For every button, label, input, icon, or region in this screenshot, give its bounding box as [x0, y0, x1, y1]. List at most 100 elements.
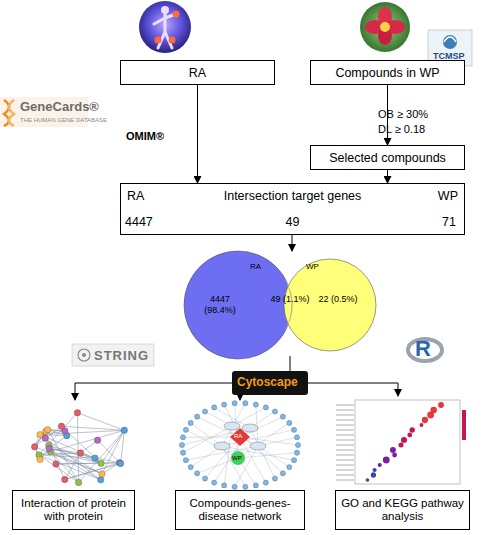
plot-dot — [373, 468, 377, 472]
network-node — [253, 402, 258, 407]
network-node — [287, 465, 292, 470]
venn-label: 49 (1.1%) — [270, 294, 310, 305]
ppi-edge — [79, 430, 125, 482]
logo-text: GeneCards® — [20, 99, 99, 114]
network-node — [183, 427, 188, 432]
box-text: RA — [127, 189, 144, 203]
box-text: Selected compounds — [329, 151, 446, 165]
ppi-node — [46, 445, 52, 451]
axis-tick-text — [336, 449, 354, 450]
flow-arrow — [292, 235, 293, 251]
box-text: Compounds in WP — [335, 66, 439, 80]
axis-tick-text — [336, 404, 354, 405]
ppi-node — [121, 427, 127, 433]
process-box: Compounds-genes-disease network — [175, 490, 305, 530]
network-edge — [238, 453, 297, 458]
string-logo — [72, 344, 154, 366]
plot-dot — [407, 433, 412, 438]
process-box: Selected compounds — [310, 145, 465, 170]
process-box: GO and KEGG pathway analysis — [335, 490, 470, 530]
venn-label: RA — [250, 262, 261, 272]
venn-label: 22 (0.5%) — [318, 294, 358, 305]
box-text: Interaction of protein with protein — [15, 497, 132, 523]
plot-dot — [390, 447, 396, 453]
box-text: Intersection target genes — [121, 189, 464, 203]
ppi-node — [44, 427, 50, 433]
network-node — [180, 450, 185, 455]
network-node — [287, 420, 292, 425]
ppi-node — [31, 444, 37, 450]
axis-tick-text — [336, 474, 354, 475]
network-node — [180, 435, 185, 440]
network-hub — [214, 442, 230, 450]
logo-text: RA — [234, 432, 242, 440]
network-node — [202, 409, 207, 414]
box-text: RA — [189, 66, 206, 80]
logo-text: THE HUMAN GENE DATABASE — [20, 116, 107, 124]
network-node — [212, 480, 217, 485]
logo-text: R — [415, 337, 431, 361]
ppi-edge — [65, 463, 121, 479]
ppi-node — [98, 460, 104, 466]
ppi-edge — [77, 413, 124, 431]
ppi-edge — [56, 463, 120, 464]
flow-arrow — [387, 170, 388, 183]
herb-circle — [231, 451, 245, 465]
logo-text: TCMSP — [433, 51, 465, 62]
ppi-edge — [101, 430, 124, 463]
network-node — [253, 483, 258, 488]
ppi-edge — [56, 463, 120, 464]
axis-tick-text — [336, 469, 354, 470]
plot-dot — [422, 417, 428, 423]
network-node — [263, 480, 268, 485]
ppi-edge — [49, 449, 80, 453]
flower-illustration — [360, 2, 410, 52]
logo-text: WP — [232, 454, 242, 462]
logo-text: STRING — [94, 348, 149, 363]
network-node — [291, 458, 296, 463]
network-node — [243, 401, 248, 406]
network-node — [188, 465, 193, 470]
plot-dot — [420, 423, 424, 427]
ra-illustration — [139, 1, 191, 53]
network-hub — [224, 422, 240, 430]
axis-tick-text — [336, 454, 354, 455]
ppi-node — [58, 423, 64, 429]
flow-arrow — [197, 85, 198, 183]
network-node — [232, 401, 237, 406]
axis-tick-text — [336, 464, 354, 465]
logo-text: Cytoscape — [237, 375, 298, 389]
network-edge — [186, 430, 238, 458]
ppi-edge — [49, 449, 119, 463]
axis-tick-text — [336, 434, 354, 435]
ppi-edge — [45, 438, 100, 480]
network-hub — [250, 442, 266, 450]
network-node — [202, 476, 207, 481]
plot-dot — [392, 453, 397, 458]
intersection-box: RA4447Intersection target genes49WP71 — [120, 183, 465, 235]
ppi-node — [62, 476, 68, 482]
logo-text: DL ≥ 0.18 — [378, 123, 425, 136]
box-text: 4447 — [125, 215, 153, 229]
logo-text: OB ≥ 30% — [378, 108, 428, 121]
ppi-node — [77, 450, 83, 456]
axis-tick-text — [336, 409, 354, 410]
plot-dot — [401, 437, 407, 443]
axis-tick-text — [336, 419, 354, 420]
network-node — [295, 442, 300, 447]
network-edge — [222, 446, 245, 487]
network-node — [222, 402, 227, 407]
venn-label: WP — [306, 262, 319, 272]
ppi-node — [92, 455, 98, 461]
network-node — [232, 484, 237, 489]
ppi-edge — [50, 451, 78, 482]
compound-network-image — [179, 401, 300, 490]
ppi-node — [99, 471, 105, 477]
axis-tick-text — [336, 459, 354, 460]
network-node — [212, 405, 217, 410]
axis-tick-text — [336, 439, 354, 440]
process-box: Interaction of protein with protein — [12, 490, 135, 530]
disease-diamond — [230, 428, 250, 446]
network-node — [188, 420, 193, 425]
